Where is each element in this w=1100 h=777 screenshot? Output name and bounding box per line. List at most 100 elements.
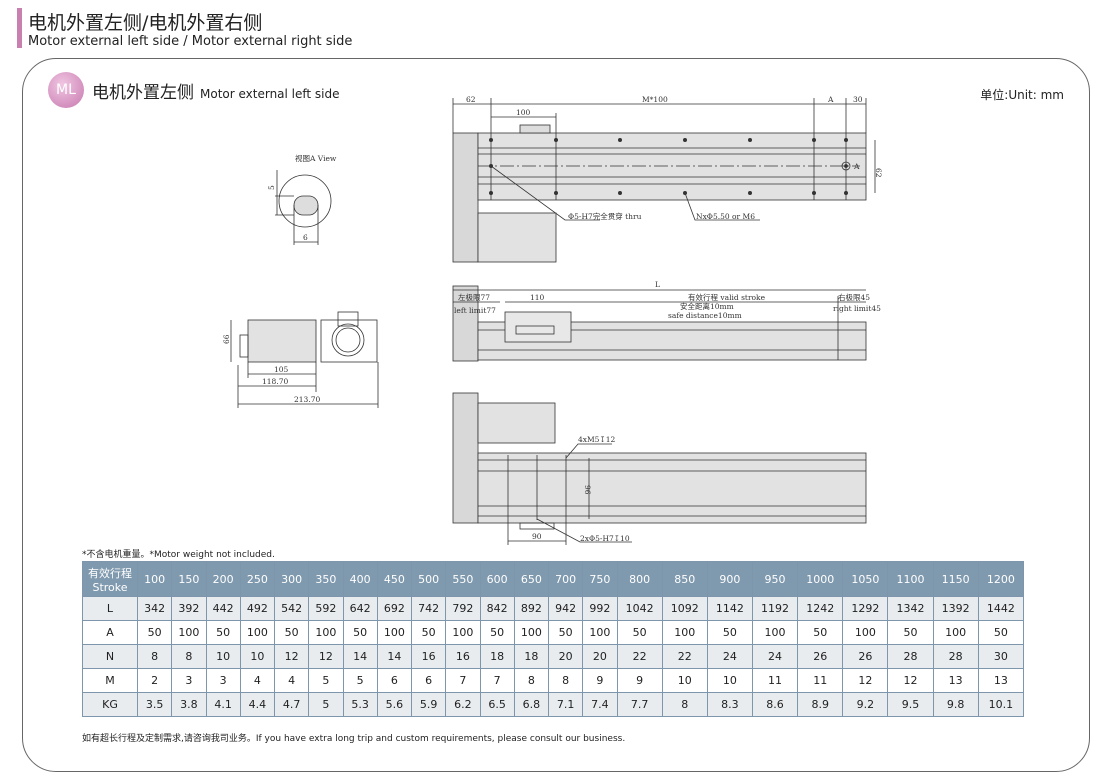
stroke-column-header: 300 [273, 561, 310, 597]
table-cell: 6 [410, 668, 447, 693]
table-cell: 6.2 [445, 692, 481, 717]
table-cell: 5.3 [342, 692, 378, 717]
table-cell: 12 [308, 644, 344, 669]
table-cell: 4 [273, 668, 310, 693]
table-cell: 8.3 [706, 692, 753, 717]
table-cell: 342 [136, 596, 173, 621]
table-cell: 992 [582, 596, 618, 621]
table-cell: 100 [513, 620, 550, 645]
table-cell: 50 [616, 620, 663, 645]
table-cell: 8 [661, 692, 708, 717]
table-cell: 792 [445, 596, 481, 621]
table-cell: 492 [239, 596, 276, 621]
dim-62: 62 [466, 95, 476, 104]
table-cell: 100 [751, 620, 799, 645]
stroke-column-header: 850 [661, 561, 708, 597]
table-cell: 11 [751, 668, 799, 693]
table-cell: 100 [376, 620, 413, 645]
table-cell: 4.7 [273, 692, 310, 717]
dim-5: 5 [267, 185, 276, 190]
table-cell: 6.8 [513, 692, 550, 717]
row-label: A [82, 620, 138, 645]
table-cell: 3.8 [171, 692, 207, 717]
footer-note: 如有超长行程及定制需求,请咨询我司业务。If you have extra lo… [82, 734, 626, 744]
stroke-column-header: 500 [410, 561, 447, 597]
table-cell: 13 [977, 668, 1025, 693]
stroke-column-header: 450 [376, 561, 413, 597]
stroke-column-header: 150 [171, 561, 207, 597]
dim-105: 105 [274, 365, 289, 374]
table-cell: 4.1 [205, 692, 241, 717]
table-cell: 16 [445, 644, 481, 669]
dim-110: 110 [530, 293, 545, 302]
left-limit-cn: 左极限77 [458, 292, 490, 302]
table-cell: 692 [376, 596, 413, 621]
table-cell: 50 [273, 620, 310, 645]
safe-distance-cn: 安全距离10mm [680, 301, 734, 311]
stroke-column-header: 1000 [797, 561, 844, 597]
table-cell: 2 [136, 668, 173, 693]
table-cell: 7.7 [616, 692, 663, 717]
table-cell: 3.5 [136, 692, 173, 717]
table-cell: 50 [410, 620, 447, 645]
table-cell: 12 [273, 644, 310, 669]
table-cell: 50 [547, 620, 584, 645]
dim-6: 6 [303, 233, 308, 242]
stroke-column-header: 1150 [932, 561, 979, 597]
weight-note: *不含电机重量。*Motor weight not included. [82, 550, 275, 560]
stroke-column-header: 250 [239, 561, 276, 597]
table-cell: 12 [887, 668, 934, 693]
stroke-column-header: 900 [706, 561, 753, 597]
table-cell: 3 [171, 668, 207, 693]
unit-label: 单位:Unit: mm [980, 88, 1064, 102]
title-accent-bar [17, 8, 22, 48]
table-cell: 392 [171, 596, 207, 621]
section-badge: ML [48, 72, 84, 108]
table-cell: 10 [205, 644, 241, 669]
stroke-header-cn: 有效行程 [88, 566, 132, 580]
table-cell: 50 [977, 620, 1025, 645]
table-cell: 9.8 [932, 692, 979, 717]
section-title-en: Motor external left side [200, 87, 340, 101]
table-cell: 9.2 [842, 692, 889, 717]
motor-end-view: 66 105 118.70 213.70 [222, 311, 379, 408]
table-cell: 30 [977, 644, 1025, 669]
table-cell: 1092 [661, 596, 708, 621]
dim-118-70: 118.70 [262, 377, 288, 386]
dim-100: 100 [516, 108, 531, 117]
content-frame [22, 58, 1090, 772]
table-cell: 100 [171, 620, 207, 645]
table-cell: 5.6 [376, 692, 413, 717]
table-cell: 4.4 [239, 692, 276, 717]
a-view-title: 视图A View [295, 153, 337, 163]
section-title: 电机外置左侧 Motor external left side [92, 78, 340, 103]
table-cell: 1192 [751, 596, 799, 621]
table-cell: 20 [582, 644, 618, 669]
stroke-column-header: 650 [513, 561, 550, 597]
safe-distance-en: safe distance10mm [668, 311, 742, 320]
table-cell: 6 [376, 668, 413, 693]
table-cell: 442 [205, 596, 241, 621]
table-cell: 18 [513, 644, 550, 669]
table-cell: 10 [661, 668, 708, 693]
right-limit-en: right limit45 [833, 304, 881, 313]
table-cell: 10.1 [977, 692, 1025, 717]
table-cell: 26 [797, 644, 844, 669]
dim-96: 96 [583, 485, 592, 495]
dim-30: 30 [853, 95, 863, 104]
table-cell: 892 [513, 596, 550, 621]
table-cell: 50 [136, 620, 173, 645]
table-cell: 942 [547, 596, 584, 621]
stroke-column-header: 950 [751, 561, 799, 597]
table-cell: 22 [616, 644, 663, 669]
table-cell: 100 [445, 620, 481, 645]
section-title-cn: 电机外置左侧 [92, 83, 194, 103]
table-cell: 592 [308, 596, 344, 621]
table-cell: 1342 [887, 596, 934, 621]
row-label: M [82, 668, 138, 693]
